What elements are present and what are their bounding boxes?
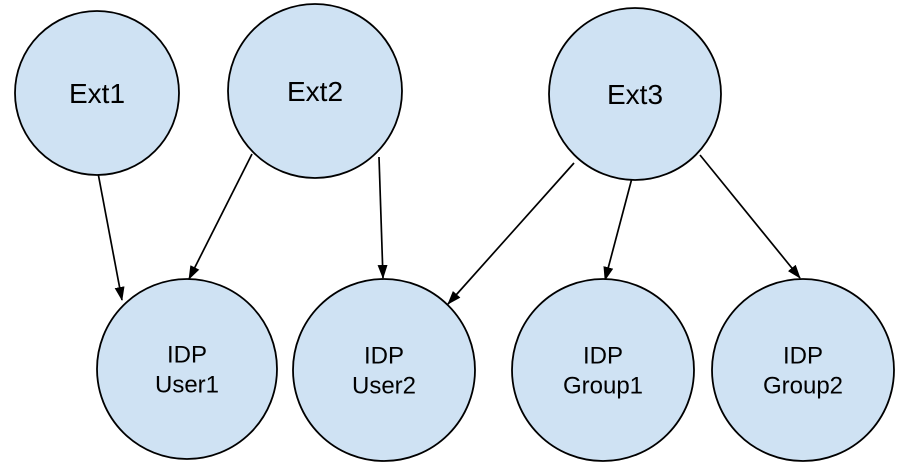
node-circle-idp-user1: [96, 278, 278, 460]
node-ext1: Ext1: [14, 10, 180, 176]
node-circle-idp-group1: [511, 278, 695, 462]
node-label-ext1: Ext1: [69, 78, 125, 109]
node-circle-ext3: [548, 7, 722, 181]
node-ext2: Ext2: [227, 3, 403, 179]
edge-ext2-to-idp-user1: [188, 153, 253, 280]
node-circle-idp-user2: [292, 278, 476, 462]
node-circle-ext2: [227, 3, 403, 179]
edge-ext3-to-idp-group1: [603, 177, 633, 281]
node-label-ext2: Ext2: [287, 76, 343, 107]
node-circle-ext1: [14, 10, 180, 176]
edge-ext3-to-idp-group2: [699, 154, 801, 279]
edge-ext2-to-idp-user2: [377, 156, 388, 279]
node-circle-idp-group2: [711, 278, 895, 462]
node-ext3: Ext3: [548, 7, 722, 181]
edge-ext3-to-idp-user2: [447, 162, 575, 305]
edge-ext1-to-idp-user1: [97, 172, 125, 301]
node-label-ext3: Ext3: [607, 79, 663, 110]
